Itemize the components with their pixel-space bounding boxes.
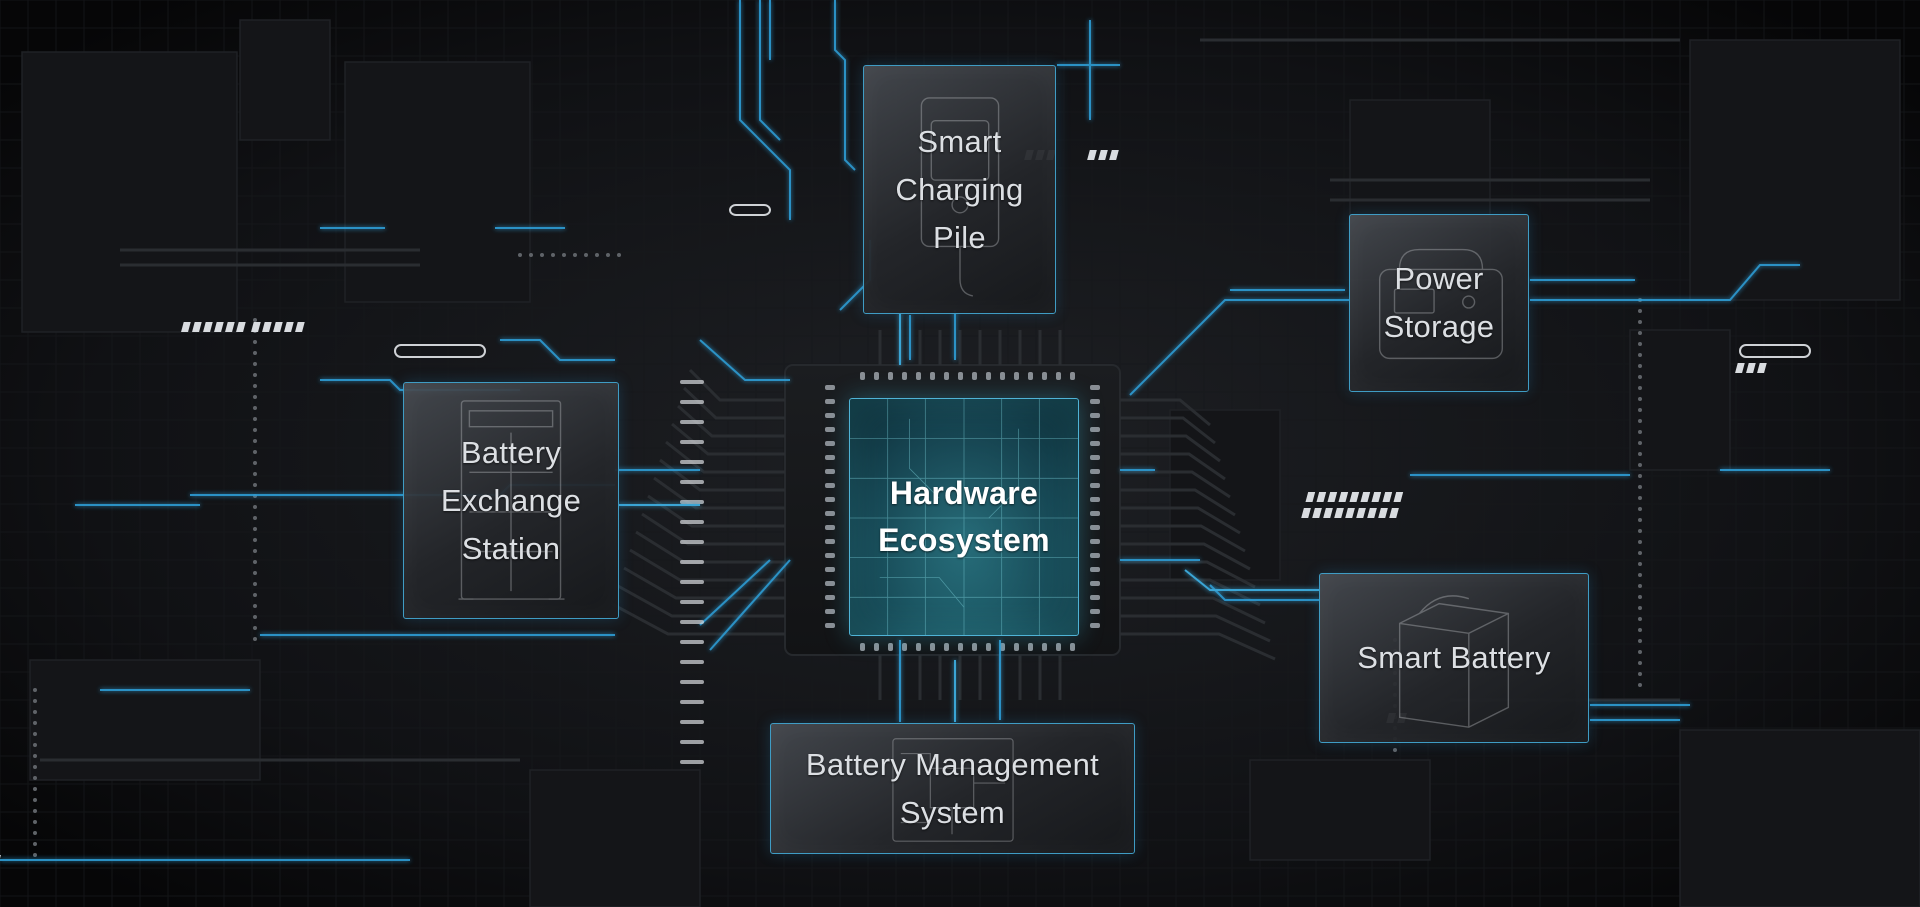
node-label: Power Storage (1383, 261, 1495, 344)
node-label: Smart Charging Pile (895, 123, 1024, 255)
node-label: Battery Management System (805, 746, 1100, 830)
node-power-storage[interactable]: Power Storage (1349, 214, 1529, 392)
node-smart-charging-pile[interactable]: Smart Charging Pile (863, 65, 1056, 314)
node-battery-exchange-station[interactable]: Battery Exchange Station (403, 382, 619, 619)
hardware-ecosystem-core[interactable]: Hardware Ecosystem (849, 398, 1079, 636)
node-label: Smart Battery (1357, 640, 1551, 675)
node-smart-battery[interactable]: Smart Battery (1319, 573, 1589, 743)
node-battery-management-system[interactable]: Battery Management System (770, 723, 1135, 854)
node-label: Battery Exchange Station (440, 434, 582, 566)
core-label: Hardware Ecosystem (878, 475, 1050, 558)
